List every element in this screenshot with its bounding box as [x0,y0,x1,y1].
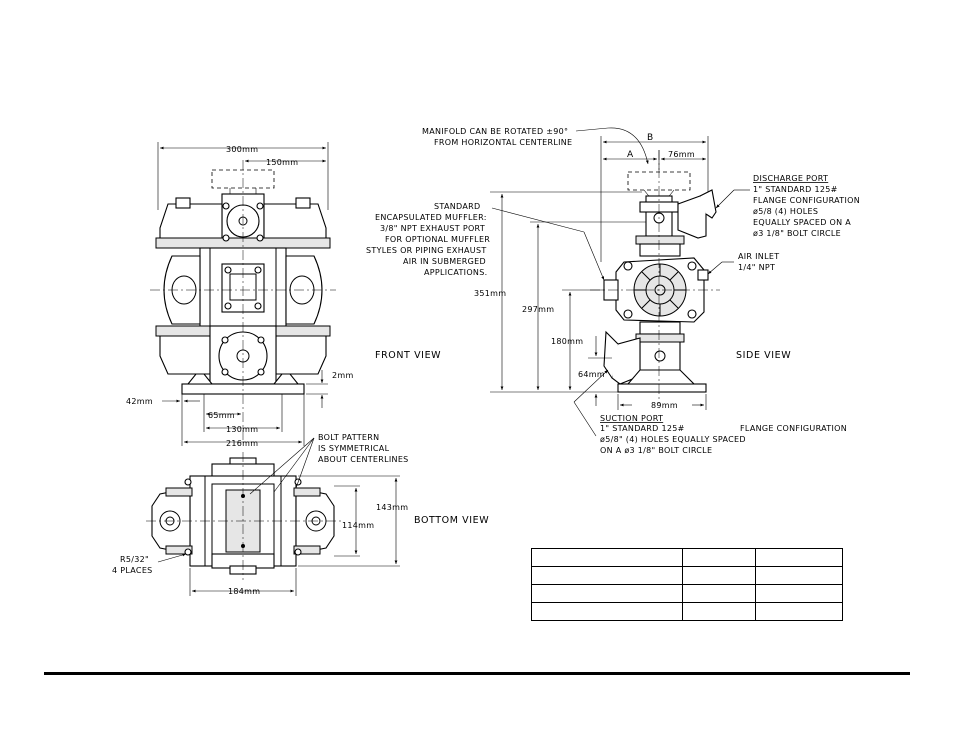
table-cell [531,566,683,585]
manifold-note-1: MANIFOLD CAN BE ROTATED ±90° [422,127,568,136]
dim-42: 42mm [126,397,153,406]
table-cell [682,548,756,567]
table-cell [682,566,756,585]
dim-114: 114mm [342,521,374,530]
muffler-note-6: AIR IN SUBMERGED [403,257,486,266]
radius-note-1: R5/32" [120,555,149,564]
suction-title: SUCTION PORT [600,414,663,423]
table-cell [531,584,683,603]
dim-180: 180mm [551,337,583,346]
dim-64: 64mm [578,370,605,379]
dim-b: B [647,133,653,143]
muffler-note-5: STYLES OR PIPING EXHAUST [366,246,487,255]
suction-line-1b: FLANGE CONFIGURATION [740,424,847,433]
muffler-note-7: APPLICATIONS. [424,268,487,277]
footer-rule [44,672,910,675]
bolt-note-1: BOLT PATTERN [318,433,379,442]
dimension-table [531,548,843,621]
discharge-line-2: FLANGE CONFIGURATION [753,196,860,205]
dim-300: 300mm [226,145,258,154]
table-cell [755,548,843,567]
table-row [531,584,843,603]
dim-351: 351mm [474,289,506,298]
dim-130: 130mm [226,425,258,434]
bolt-note-2: IS SYMMETRICAL [318,444,390,453]
suction-line-2: ø5/8" (4) HOLES EQUALLY SPACED [600,435,746,444]
dim-89: 89mm [651,401,678,410]
side-view-title: SIDE VIEW [736,350,791,361]
muffler-note-4: FOR OPTIONAL MUFFLER [385,235,490,244]
bottom-view: BOLT PATTERN IS SYMMETRICAL ABOUT CENTER… [112,433,489,596]
suction-line-1a: 1" STANDARD 125# [600,424,685,433]
table-cell [682,602,756,621]
discharge-line-3: ø5/8 (4) HOLES [753,207,818,216]
table-cell [531,548,683,567]
discharge-line-4: EQUALLY SPACED ON A [753,218,851,227]
table-cell [755,566,843,585]
table-cell [531,602,683,621]
discharge-line-5: ø3 1/8" BOLT CIRCLE [753,229,841,238]
side-view: B A 76mm MANIFOLD CAN BE ROTATED ±90° FR… [366,127,860,455]
muffler-note-2: ENCAPSULATED MUFFLER: [375,213,487,222]
dim-150: 150mm [266,158,298,167]
dim-76: 76mm [668,150,695,159]
air-inlet-1: AIR INLET [738,252,779,261]
table-row [531,602,843,621]
muffler-note-1: STANDARD [434,202,480,211]
dim-143: 143mm [376,503,408,512]
table-cell [755,584,843,603]
radius-note-2: 4 PLACES [112,566,153,575]
table-cell [682,584,756,603]
dim-2: 2mm [332,371,354,380]
front-view: 300mm 150mm 42mm 65mm 130mm 216mm 2mm FR… [126,142,441,448]
suction-line-3: ON A ø3 1/8" BOLT CIRCLE [600,446,712,455]
table-cell [755,602,843,621]
discharge-title: DISCHARGE PORT [753,174,828,183]
discharge-line-1: 1" STANDARD 125# [753,185,838,194]
table-row [531,566,843,585]
dim-65: 65mm [208,411,235,420]
muffler-note-3: 3/8" NPT EXHAUST PORT [380,224,485,233]
dim-297: 297mm [522,305,554,314]
dim-a: A [627,150,634,160]
bolt-note-3: ABOUT CENTERLINES [318,455,409,464]
table-row [531,548,843,567]
air-inlet-2: 1/4" NPT [738,263,775,272]
dim-184: 184mm [228,587,260,596]
dim-216: 216mm [226,439,258,448]
bottom-view-title: BOTTOM VIEW [414,515,489,526]
front-view-title: FRONT VIEW [375,350,441,361]
manifold-note-2: FROM HORIZONTAL CENTERLINE [434,138,572,147]
